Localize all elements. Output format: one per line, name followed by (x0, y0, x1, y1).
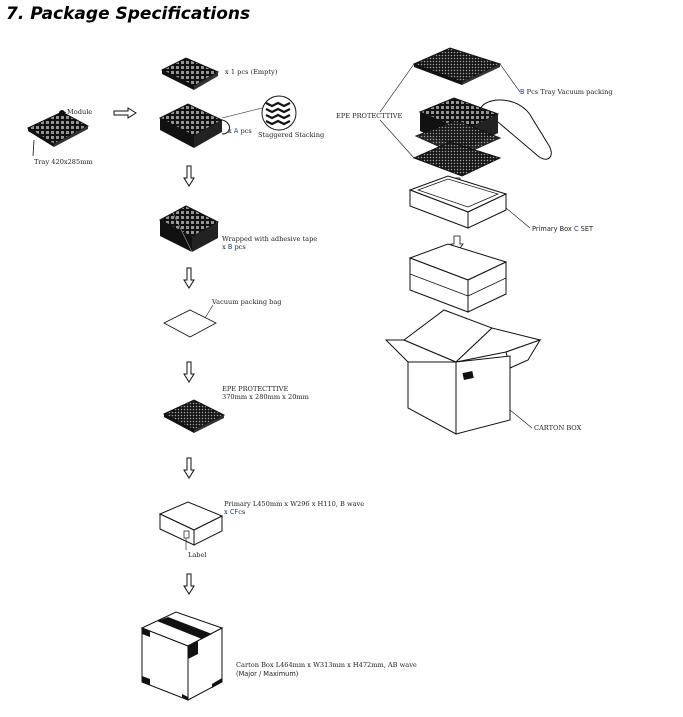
open-carton-box-illustration (384, 309, 542, 435)
vacuum-bag-label: Vacuum packing bag (211, 298, 282, 306)
arrow-down-icon (183, 573, 195, 595)
carton-box-sub-label: (Major / Maximum) (236, 670, 298, 678)
box-label-text: Label (188, 551, 207, 559)
carton-box-illustration (140, 611, 224, 701)
staggered-label: Staggered Stacking (258, 131, 325, 139)
tray-size-label: Tray 420x285mm (34, 158, 93, 166)
arrow-down-icon (183, 165, 195, 187)
primary-box-illustration (158, 501, 224, 550)
guide-lines (379, 63, 521, 159)
primary-open-box-illustration (408, 175, 531, 229)
tray-module-illustration (26, 110, 90, 157)
carton-box-label: Carton Box L464mm x W313mm x H472mm, AB … (236, 661, 417, 669)
stack-count-label: x A pcs (228, 127, 252, 135)
bottom-epe-sheet-illustration (412, 141, 502, 177)
vacuum-bag-illustration (163, 304, 217, 338)
arrow-down-icon (183, 457, 195, 479)
staggered-stacking-detail (221, 95, 297, 131)
empty-tray-illustration (160, 57, 220, 90)
arrow-down-icon (183, 361, 195, 383)
arrow-right-icon (113, 107, 137, 119)
top-epe-sheet-illustration (412, 47, 502, 85)
page-title: 7. Package Specifications (6, 4, 251, 24)
epe-label: EPE PROTECTTIVE (222, 385, 289, 393)
wrapped-count-label: x B pcs (222, 243, 246, 251)
epe-sheet-illustration (162, 399, 226, 433)
arrow-down-icon (183, 267, 195, 289)
right-carton-box-label: CARTON BOX (534, 424, 582, 432)
primary-box-count-label: x CFcs (224, 508, 246, 516)
empty-tray-label: x 1 pcs (Empty) (225, 68, 278, 76)
stacked-trays-illustration (158, 103, 230, 148)
wrapped-stack-illustration (158, 205, 220, 253)
vacuum-tray-stack-illustration (414, 97, 552, 160)
wrapped-label: Wrapped with adhesive tape (222, 235, 317, 243)
primary-box-label: Primary L450mm x W296 x H110, B wave (224, 500, 364, 508)
module-label: Module (67, 108, 92, 116)
right-primary-box-label: Primary Box C SET (532, 225, 594, 233)
epe-size-label: 370mm x 280mm x 20mm (222, 393, 310, 401)
right-epe-label: EPE PROTECTTIVE (336, 112, 403, 120)
right-tray-vacuum-label: B Pcs Tray Vacuum packing (520, 88, 613, 96)
stacked-primary-boxes-illustration (408, 243, 508, 313)
